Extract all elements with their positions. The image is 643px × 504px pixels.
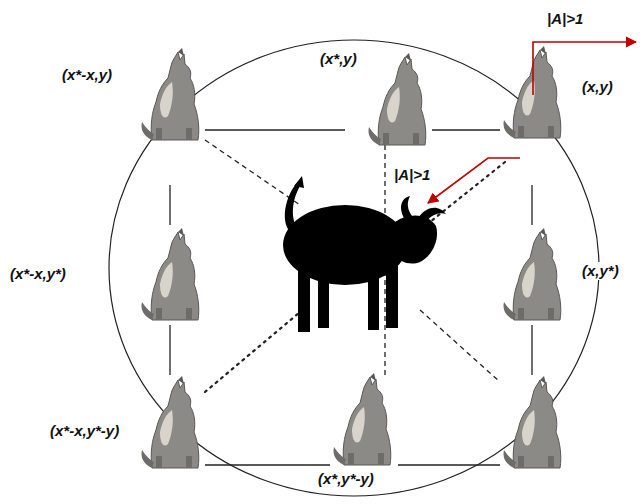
position-label: (x*-x,y*) [8,265,68,283]
position-label: (x,y*) [580,262,621,280]
position-label: (x,y) [580,78,615,96]
wolf [503,228,560,320]
buffalo [283,176,446,332]
link-line [169,185,170,225]
link-line [432,129,500,130]
encircling-ring [109,40,599,496]
red-arrows [428,42,636,203]
position-label: (x*,y) [318,50,359,68]
link-line [531,185,532,225]
link-line [205,464,330,465]
link-line [169,325,170,375]
wolf [141,228,198,320]
condition-label: |A|>1 [545,10,585,28]
wolf [141,48,198,140]
link-line [205,129,345,130]
wolves [141,46,560,468]
wolf [503,46,560,138]
dashed-line [205,140,300,205]
red-arrow [533,42,636,95]
wolf [333,373,390,465]
wolf-links [170,130,532,465]
condition-label: |A|>1 [392,166,432,184]
position-label: (x*,y*-y) [316,470,376,488]
wolf [503,376,560,468]
link-line [398,464,500,465]
position-label: (x*-x,y*-y) [48,422,121,440]
link-line [531,325,532,375]
red-arrow [428,158,520,203]
dotted-line [205,312,300,392]
dashed-line [420,310,500,382]
wolf [141,376,198,468]
wolf [368,53,425,145]
position-label: (x*-x,y) [60,66,114,84]
